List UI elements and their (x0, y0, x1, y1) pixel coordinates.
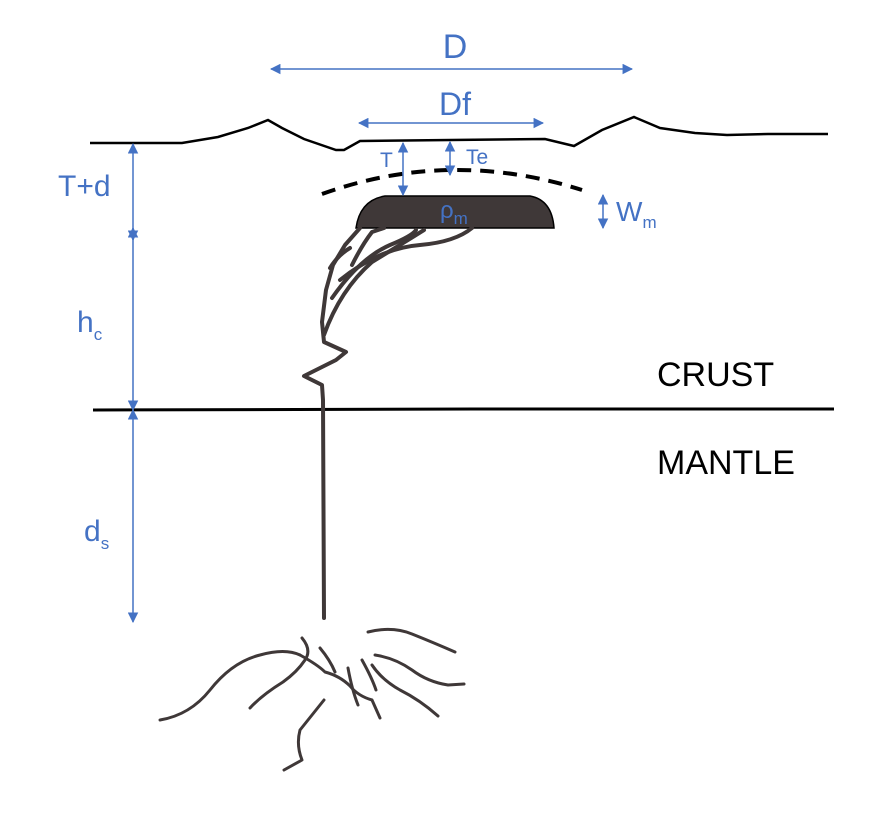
feeder-conduit (302, 226, 474, 620)
label-hc: hc (77, 306, 103, 344)
label-ds: ds (84, 515, 109, 553)
label-D: D (443, 28, 468, 66)
moho-boundary-line (92, 407, 834, 412)
mantle-dike-network (158, 627, 466, 772)
label-T-plus-d: T+d (58, 170, 111, 203)
label-Te: Te (466, 146, 488, 169)
label-crust: CRUST (657, 356, 774, 394)
dimension-arrows (127, 63, 634, 624)
magma-body (355, 195, 555, 229)
label-mantle: MANTLE (657, 444, 795, 482)
label-Df: Df (439, 86, 471, 122)
surface-profile (90, 115, 828, 152)
label-T: T (380, 149, 393, 172)
deformation-dashed-curve (321, 167, 583, 196)
label-Wm: Wm (616, 196, 657, 232)
label-rho-m: ρm (440, 197, 468, 228)
